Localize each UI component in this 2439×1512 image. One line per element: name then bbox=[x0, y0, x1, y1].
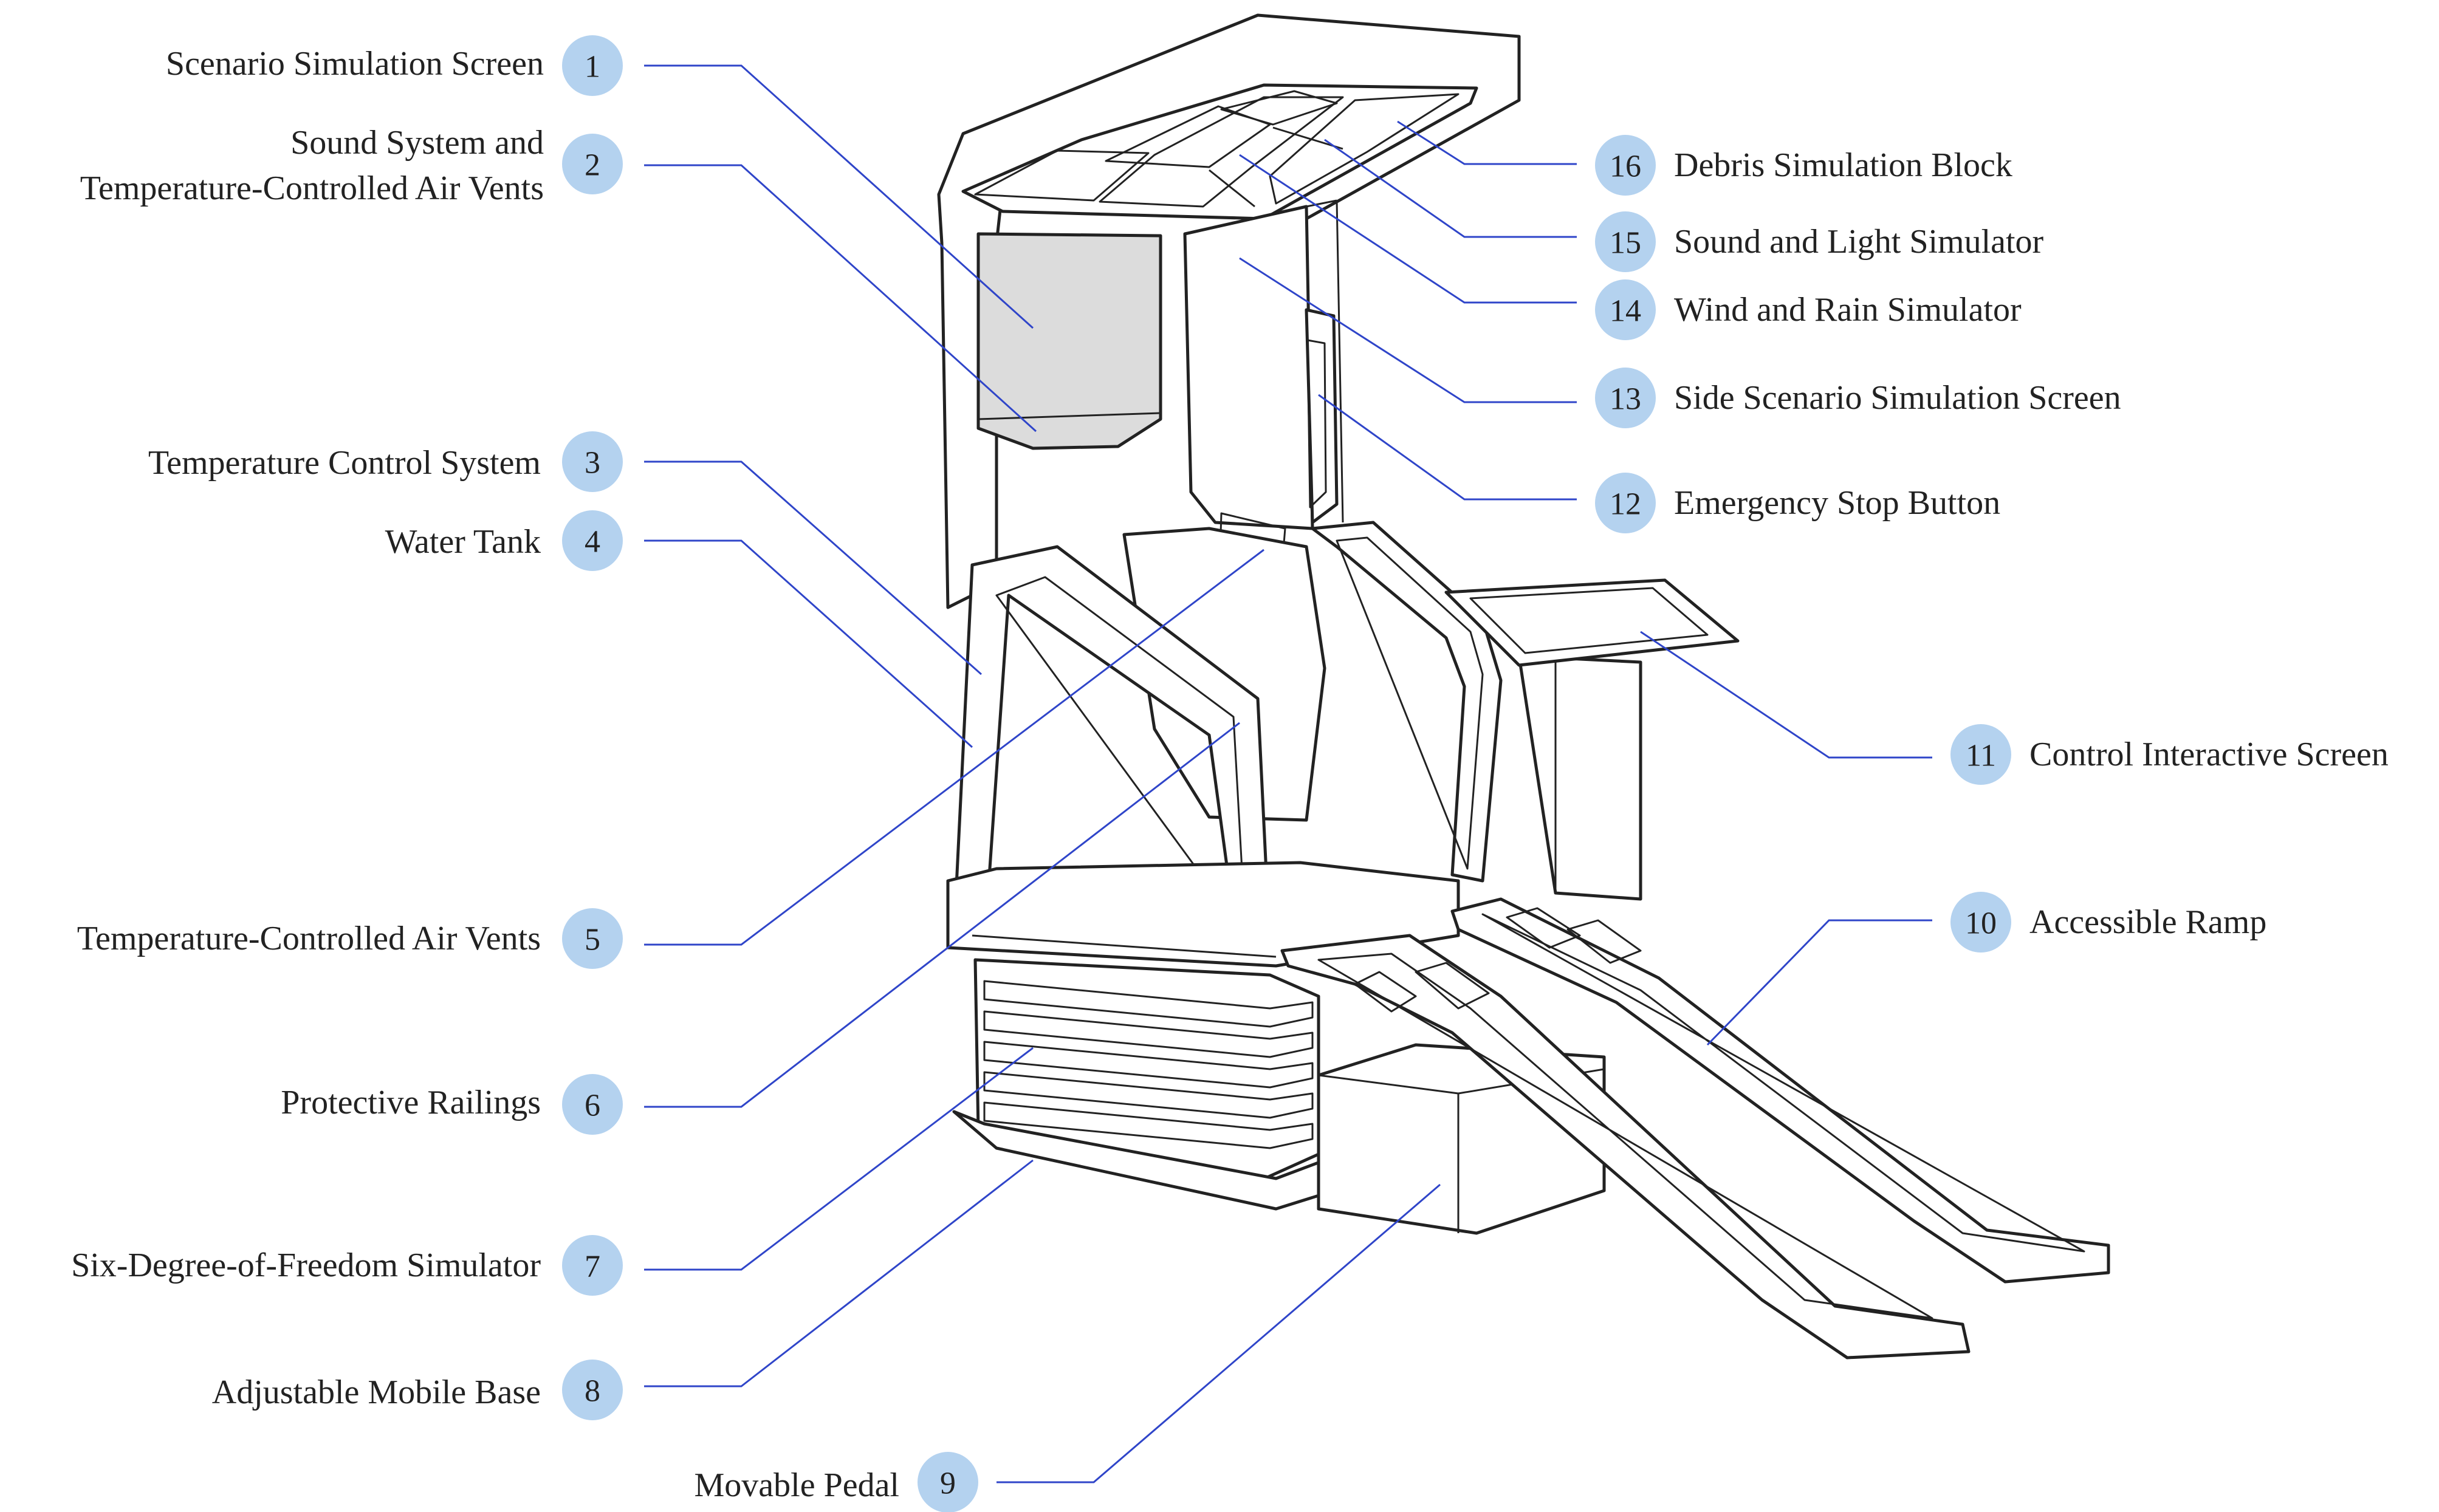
leader-line-16 bbox=[1397, 120, 1577, 165]
callout-label: Six-Degree-of-Freedom Simulator bbox=[71, 1247, 541, 1284]
callout-number: 1 bbox=[585, 50, 600, 84]
callout-number: 10 bbox=[1965, 906, 1997, 941]
callout-badge bbox=[562, 510, 623, 571]
callout-label: Control Interactive Screen bbox=[2029, 736, 2389, 773]
callout-badge bbox=[562, 1074, 623, 1135]
callout-number: 9 bbox=[940, 1466, 956, 1501]
callouts: 1 Scenario Simulation Screen 2 Sound System… bbox=[71, 35, 2389, 1512]
callout-number: 13 bbox=[1610, 382, 1641, 417]
bellows-ribs bbox=[983, 980, 1314, 1149]
callout-label: Accessible Ramp bbox=[2029, 903, 2266, 941]
callout-16: 16 Debris Simulation Block bbox=[1595, 135, 2012, 196]
right-railing bbox=[1311, 521, 1503, 883]
console-stand bbox=[1517, 654, 1642, 901]
callout-label: Temperature-Controlled Air Vents bbox=[77, 920, 541, 957]
side-screen-panel bbox=[1183, 205, 1314, 530]
callout-4: 4 Water Tank bbox=[385, 510, 623, 571]
callout-label: Sound System and bbox=[290, 124, 544, 162]
callout-11: 11 Control Interactive Screen bbox=[1950, 724, 2389, 785]
callout-13: 13 Side Scenario Simulation Screen bbox=[1595, 368, 2121, 428]
callout-number: 12 bbox=[1610, 487, 1641, 522]
callout-label: Scenario Simulation Screen bbox=[166, 45, 544, 83]
scenario-screen bbox=[976, 232, 1162, 450]
leader-line-9 bbox=[997, 1183, 1441, 1483]
callout-15: 15 Sound and Light Simulator bbox=[1595, 211, 2044, 272]
callout-label: Sound and Light Simulator bbox=[1674, 223, 2044, 261]
leader-line-6 bbox=[644, 722, 1240, 1108]
leader-line-13 bbox=[1239, 257, 1577, 403]
leader-lines bbox=[644, 64, 1932, 1483]
roof-canopy bbox=[961, 83, 1478, 221]
callout-badge bbox=[1595, 473, 1656, 533]
simulator-illustration bbox=[937, 13, 2110, 1360]
callout-number: 11 bbox=[1966, 739, 1996, 773]
callout-badge bbox=[562, 134, 623, 194]
callout-number: 4 bbox=[585, 525, 600, 559]
callout-12: 12 Emergency Stop Button bbox=[1595, 473, 2000, 533]
leader-line-12 bbox=[1318, 394, 1577, 501]
callout-badge bbox=[1950, 892, 2011, 953]
callout-label: Wind and Rain Simulator bbox=[1674, 291, 2022, 329]
leader-line-10 bbox=[1706, 919, 1932, 1046]
callout-number: 16 bbox=[1610, 149, 1641, 184]
callout-number: 8 bbox=[585, 1374, 600, 1409]
leader-line-8 bbox=[644, 1159, 1034, 1387]
leader-line-7 bbox=[644, 1047, 1034, 1271]
console-top bbox=[1444, 578, 1740, 667]
leader-line-1 bbox=[644, 64, 1034, 329]
ramp-right-rail bbox=[1450, 897, 2110, 1284]
callout-number: 5 bbox=[585, 923, 600, 957]
callout-label: Water Tank bbox=[385, 523, 541, 561]
callout-number: 7 bbox=[585, 1250, 600, 1284]
callout-7: 7 Six-Degree-of-Freedom Simulator bbox=[71, 1235, 623, 1296]
leader-line-3 bbox=[644, 460, 982, 676]
callout-number: 2 bbox=[585, 148, 600, 183]
callout-number: 15 bbox=[1610, 226, 1641, 261]
callout-badge bbox=[562, 431, 623, 492]
callout-badge bbox=[562, 1360, 623, 1420]
callout-9: 9 Movable Pedal bbox=[695, 1452, 978, 1512]
control-interactive-screen bbox=[1469, 587, 1709, 654]
callout-badge bbox=[562, 35, 623, 96]
callout-8: 8 Adjustable Mobile Base bbox=[212, 1360, 623, 1420]
callout-label: Adjustable Mobile Base bbox=[212, 1373, 541, 1411]
callout-number: 6 bbox=[585, 1089, 600, 1123]
leader-line-5 bbox=[644, 549, 1264, 946]
callout-1: 1 Scenario Simulation Screen bbox=[166, 35, 623, 96]
callout-badge bbox=[1595, 135, 1656, 196]
leader-line-15 bbox=[1324, 139, 1577, 238]
callout-label: Debris Simulation Block bbox=[1674, 146, 2012, 184]
callout-badge bbox=[562, 908, 623, 969]
callout-label: Temperature-Controlled Air Vents bbox=[80, 169, 544, 207]
callout-badge bbox=[562, 1235, 623, 1296]
callout-label: Emergency Stop Button bbox=[1674, 484, 2000, 522]
leader-line-2 bbox=[644, 164, 1037, 433]
leader-line-11 bbox=[1640, 631, 1932, 759]
callout-badge bbox=[1950, 724, 2011, 785]
callout-6: 6 Protective Railings bbox=[281, 1074, 623, 1135]
callout-10: 10 Accessible Ramp bbox=[1950, 892, 2266, 953]
callout-3: 3 Temperature Control System bbox=[148, 431, 623, 492]
callout-label: Side Scenario Simulation Screen bbox=[1674, 379, 2121, 417]
emergency-button-housing bbox=[1305, 308, 1339, 524]
callout-badge bbox=[1595, 368, 1656, 428]
callout-number: 14 bbox=[1610, 294, 1641, 329]
callout-badge bbox=[918, 1452, 978, 1512]
leader-line-4 bbox=[644, 539, 973, 748]
callout-5: 5 Temperature-Controlled Air Vents bbox=[77, 908, 623, 969]
callout-badge bbox=[1595, 211, 1656, 272]
emergency-stop-button bbox=[1306, 339, 1327, 508]
callout-number: 3 bbox=[585, 446, 600, 481]
callout-14: 14 Wind and Rain Simulator bbox=[1595, 279, 2022, 340]
callout-label: Temperature Control System bbox=[148, 444, 541, 482]
ceiling-panels bbox=[974, 90, 1460, 208]
callout-label: Movable Pedal bbox=[695, 1466, 899, 1504]
ramp-left-rail bbox=[1280, 934, 1971, 1360]
callout-label: Protective Railings bbox=[281, 1084, 541, 1121]
callout-2: 2 Sound System andTemperature-Controlled … bbox=[80, 124, 623, 207]
leader-line-14 bbox=[1239, 154, 1577, 304]
callout-badge bbox=[1595, 279, 1656, 340]
